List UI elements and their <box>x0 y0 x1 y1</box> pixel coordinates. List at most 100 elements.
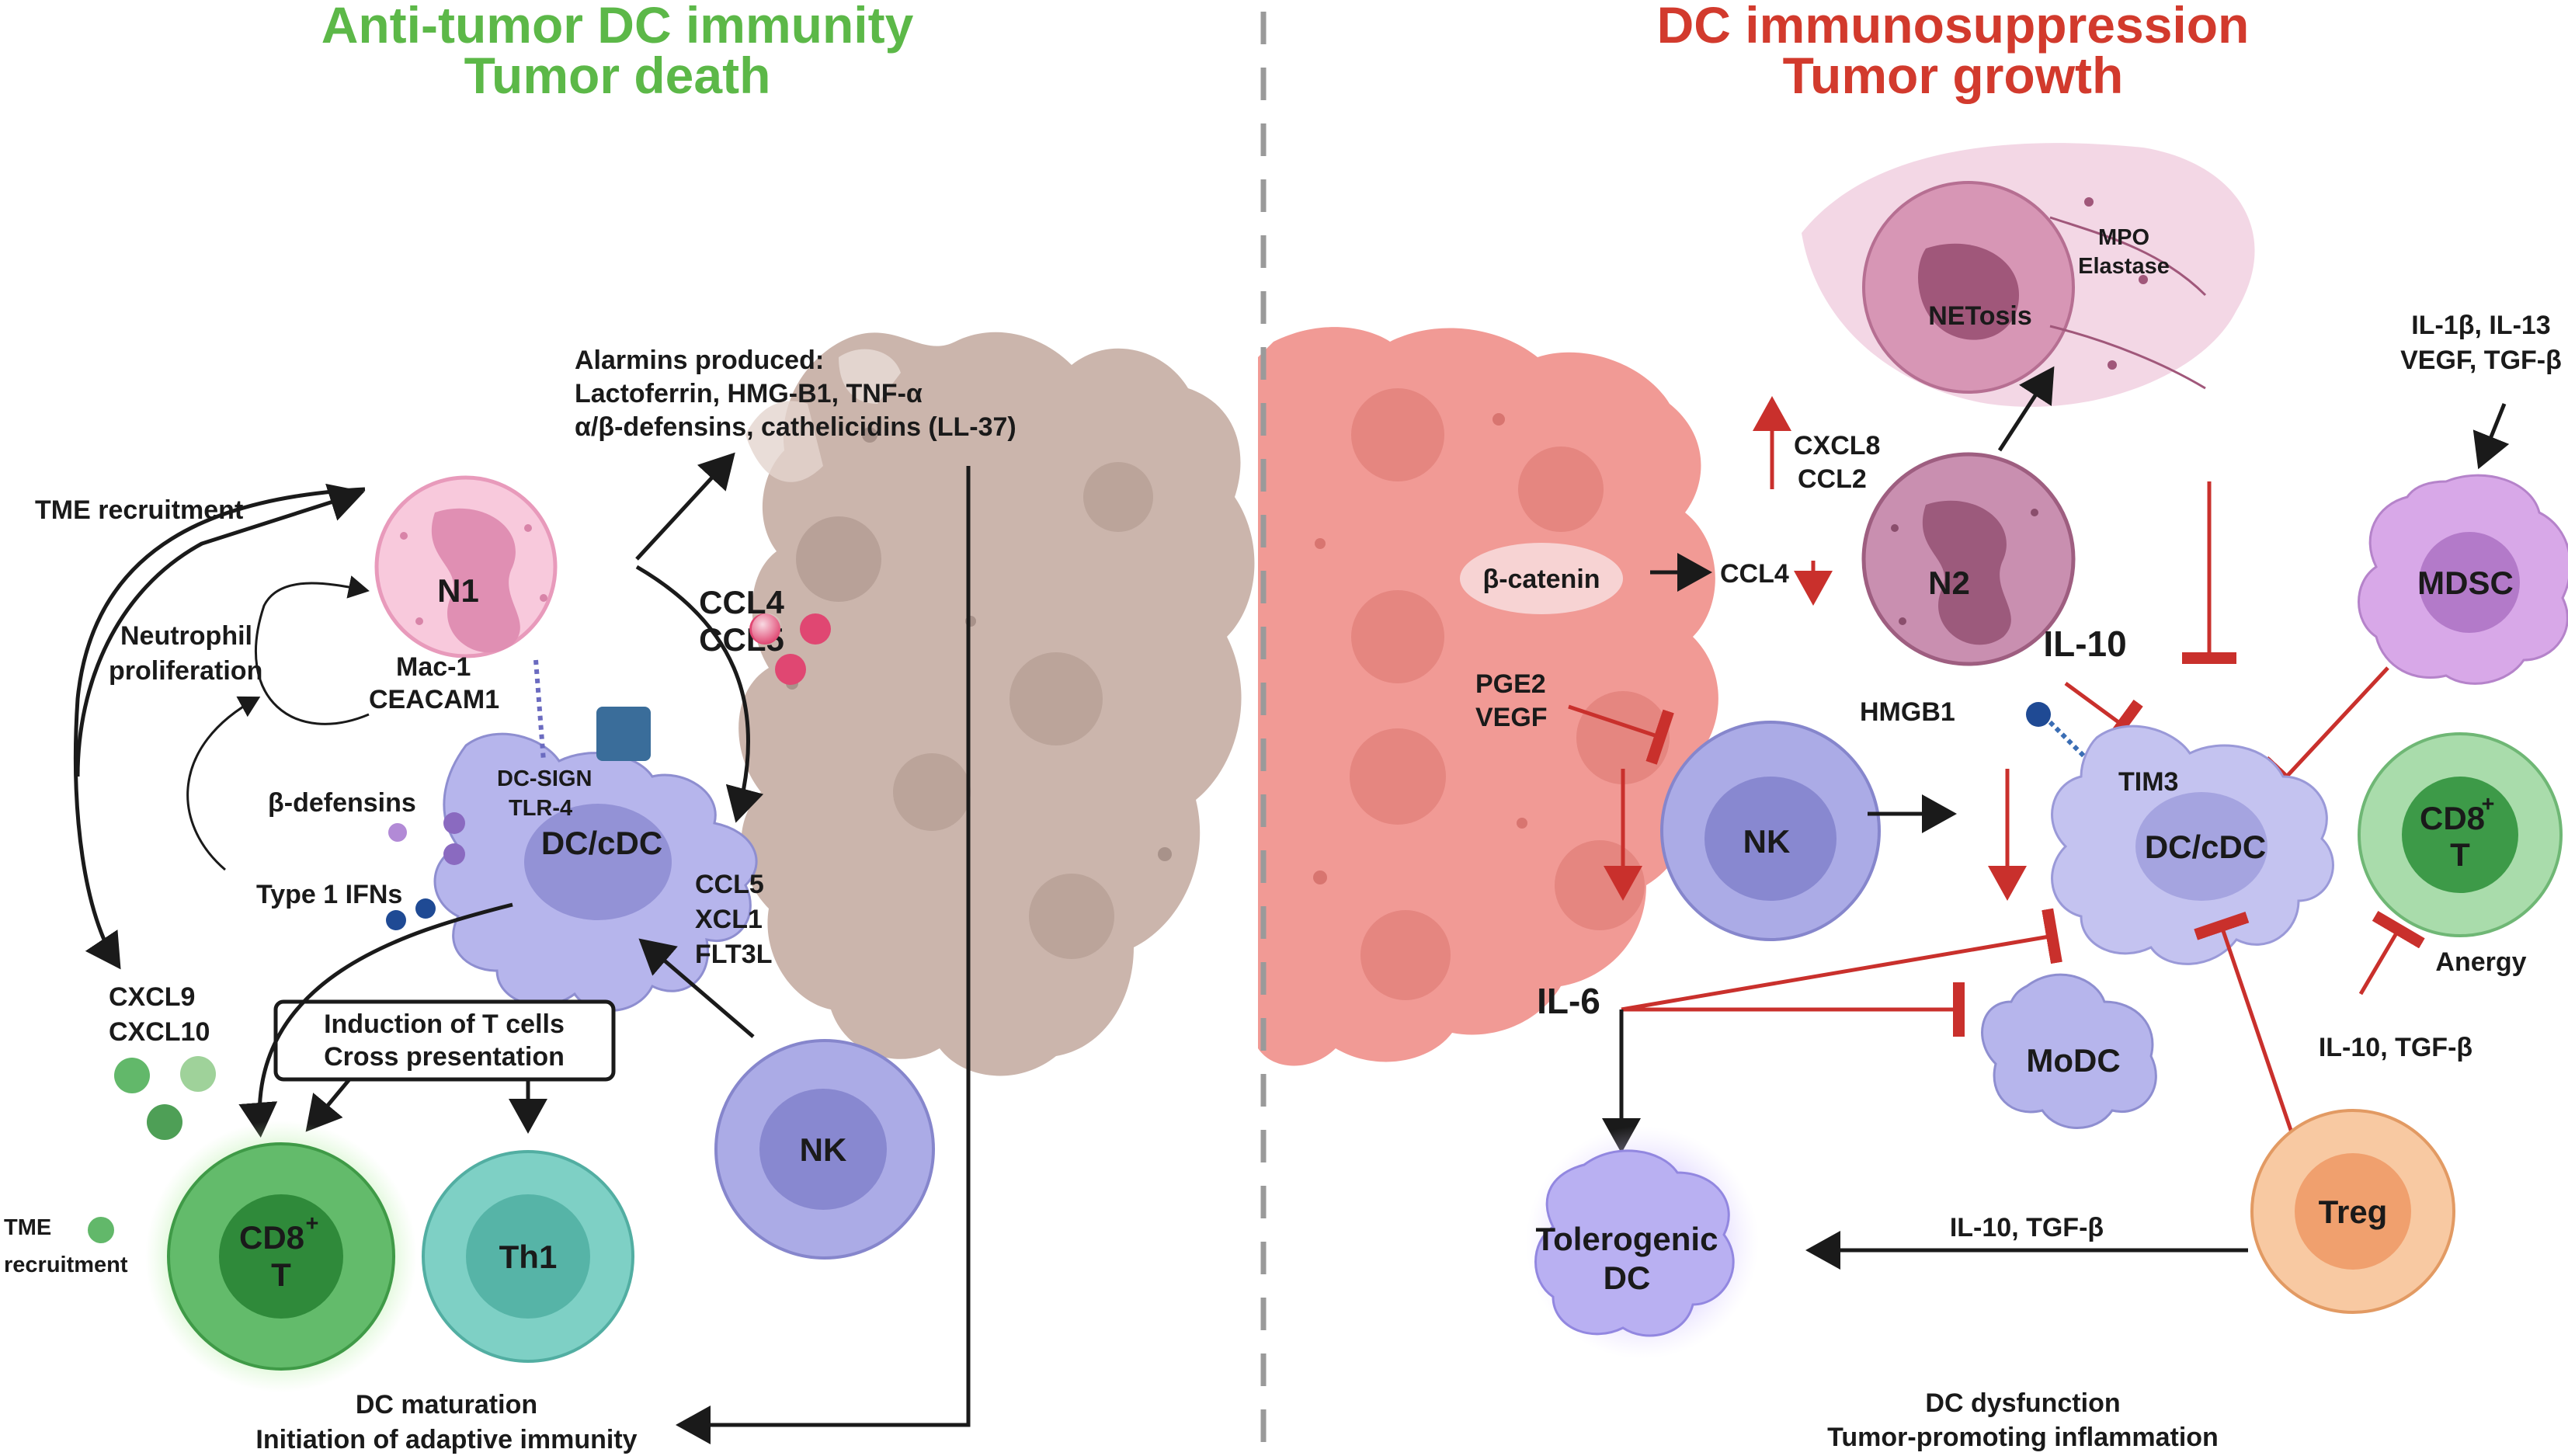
dc-sign-label: DC-SIGN <box>497 766 592 791</box>
b-defensins-label: β-defensins <box>268 788 416 818</box>
tme-recruitment-arrow <box>73 487 366 970</box>
treg-label: Treg <box>2319 1194 2388 1230</box>
ceacam1-label: CEACAM1 <box>369 685 499 714</box>
il10-label: IL-10 <box>2043 624 2126 664</box>
tolerogenic-dc: Tolerogenic DC <box>1526 1126 1759 1359</box>
pge2-inhibits-nk <box>1568 704 1674 765</box>
nk-right: NK <box>1660 721 1881 941</box>
cd8-right-sup: + <box>2482 792 2495 817</box>
mac1-label: Mac-1 <box>396 652 471 682</box>
dysfunction-line2: Tumor-promoting inflammation <box>1827 1423 2219 1452</box>
nk-left-label: NK <box>800 1131 847 1168</box>
n1-label: N1 <box>437 572 479 609</box>
tme-recruitment-2a: TME <box>4 1215 51 1240</box>
type1-ifns-label: Type 1 IFNs <box>256 880 402 909</box>
right-title-line1: DC immunosuppression <box>1657 0 2250 54</box>
nk-left: NK <box>714 1039 935 1260</box>
netosis-label: NETosis <box>1928 301 2032 331</box>
modc-label: MoDC <box>2026 1042 2120 1079</box>
cytokines-to-mdsc-arrow <box>2472 403 2510 470</box>
right-title-line2: Tumor growth <box>1783 47 2124 104</box>
cd8-t-left: CD8 + T <box>145 1121 417 1392</box>
left-title-line1: Anti-tumor DC immunity <box>321 0 914 54</box>
b-catenin-label: β-catenin <box>1482 565 1600 594</box>
alarmins-line1: Alarmins produced: <box>575 346 824 375</box>
anergy-label: Anergy <box>2435 947 2526 977</box>
elastase-label: Elastase <box>2078 254 2170 279</box>
n1-neutrophil: N1 <box>374 475 558 659</box>
treg-cell: Treg <box>2250 1109 2455 1314</box>
left-title-line2: Tumor death <box>464 47 771 104</box>
cxcl9-label: CXCL9 <box>109 982 195 1012</box>
nk-to-dc-arrow <box>638 938 755 1038</box>
tolerogenic-line2: DC <box>1604 1260 1651 1296</box>
il6-label: IL-6 <box>1537 981 1600 1021</box>
cd8-left-label: CD8 <box>239 1219 304 1256</box>
dc-cdc-right: DC/cDC <box>2051 725 2334 965</box>
cxcl-dot <box>114 1058 150 1093</box>
nk-chem-2: XCL1 <box>695 905 763 934</box>
il10-inhibits-cd8 <box>2358 910 2425 996</box>
induction-line1: Induction of T cells <box>324 1009 565 1039</box>
modc-cell: MoDC <box>1981 973 2157 1129</box>
cxcl8-label: CXCL8 <box>1794 431 1880 460</box>
b-catenin-blob <box>1460 543 1623 614</box>
hmgb1-label: HMGB1 <box>1860 697 1955 727</box>
th1-label: Th1 <box>499 1239 558 1275</box>
mdsc-label: MDSC <box>2417 565 2514 601</box>
mpo-label: MPO <box>2098 225 2149 250</box>
tumor-mass-left <box>738 332 1255 1076</box>
cd8-right-label: CD8 <box>2420 800 2485 836</box>
neutrophil-proliferation-2: proliferation <box>109 656 262 686</box>
il1b-line2: VEGF, TGF-β <box>2400 346 2562 375</box>
alarmins-to-maturation-arrow <box>676 466 971 1444</box>
n2-label: N2 <box>1928 565 1970 601</box>
nk-chem-3: FLT3L <box>695 940 772 969</box>
induction-line2: Cross presentation <box>324 1042 565 1072</box>
cxcl10-label: CXCL10 <box>109 1017 210 1047</box>
nk-right-label: NK <box>1743 823 1791 860</box>
proliferation-arrow <box>255 575 370 725</box>
ccl2-label: CCL2 <box>1798 464 1867 494</box>
tlr4-label: TLR-4 <box>509 796 572 821</box>
il10-tgfb-label-1: IL-10, TGF-β <box>2319 1033 2472 1062</box>
ccl4-right-label: CCL4 <box>1720 559 1789 589</box>
dc-cdc-left-label: DC/cDC <box>541 825 662 861</box>
dysfunction-line1: DC dysfunction <box>1925 1388 2120 1418</box>
tim3-label: TIM3 <box>2118 767 2178 797</box>
maturation-line2: Initiation of adaptive immunity <box>255 1425 637 1454</box>
cd8-left-t: T <box>271 1256 291 1293</box>
alarmins-line2: Lactoferrin, HMG-B1, TNF-α <box>575 379 923 408</box>
mdsc-inhibits-dc <box>2260 666 2389 802</box>
tme-recruitment-2b: recruitment <box>4 1253 128 1277</box>
cd8-t-right: CD8 + T <box>2358 732 2563 937</box>
receptor-icon <box>596 707 651 761</box>
neutrophil-proliferation-1: Neutrophil <box>120 621 252 651</box>
maturation-line1: DC maturation <box>356 1390 537 1420</box>
mdsc-cell: MDSC <box>2358 474 2568 685</box>
cd8-right-t: T <box>2450 836 2470 873</box>
nk-chem-1: CCL5 <box>695 870 764 899</box>
ifn-dot <box>386 910 406 930</box>
treg-inhibits-dc <box>2194 912 2297 1142</box>
il1b-line1: IL-1β, IL-13 <box>2411 311 2550 340</box>
n2-neutrophil: N2 <box>1861 452 2076 666</box>
tolerogenic-line1: Tolerogenic <box>1536 1221 1718 1257</box>
dc-cdc-right-label: DC/cDC <box>2145 829 2266 865</box>
netosis-cell: NETosis MPO Elastase <box>1802 143 2255 407</box>
dc-to-cd8-arrow <box>238 902 513 1138</box>
cd8-left-sup: + <box>306 1211 319 1236</box>
il6-inhibits-dc <box>1621 908 2062 1012</box>
n1-to-dc-arrow <box>635 565 764 823</box>
il10-tgfb-label-2: IL-10, TGF-β <box>1950 1213 2104 1242</box>
pge2-label: PGE2 <box>1475 669 1546 699</box>
n2-to-netosis-arrow <box>1997 366 2055 452</box>
defensin-dot <box>388 823 407 842</box>
th1-cell: Th1 <box>422 1150 634 1363</box>
hmgb1-dot <box>2026 702 2051 727</box>
n1-to-alarmins-arrow <box>635 452 735 561</box>
vegf-label: VEGF <box>1475 703 1548 732</box>
alarmins-line3: α/β-defensins, cathelicidins (LL-37) <box>575 412 1016 442</box>
